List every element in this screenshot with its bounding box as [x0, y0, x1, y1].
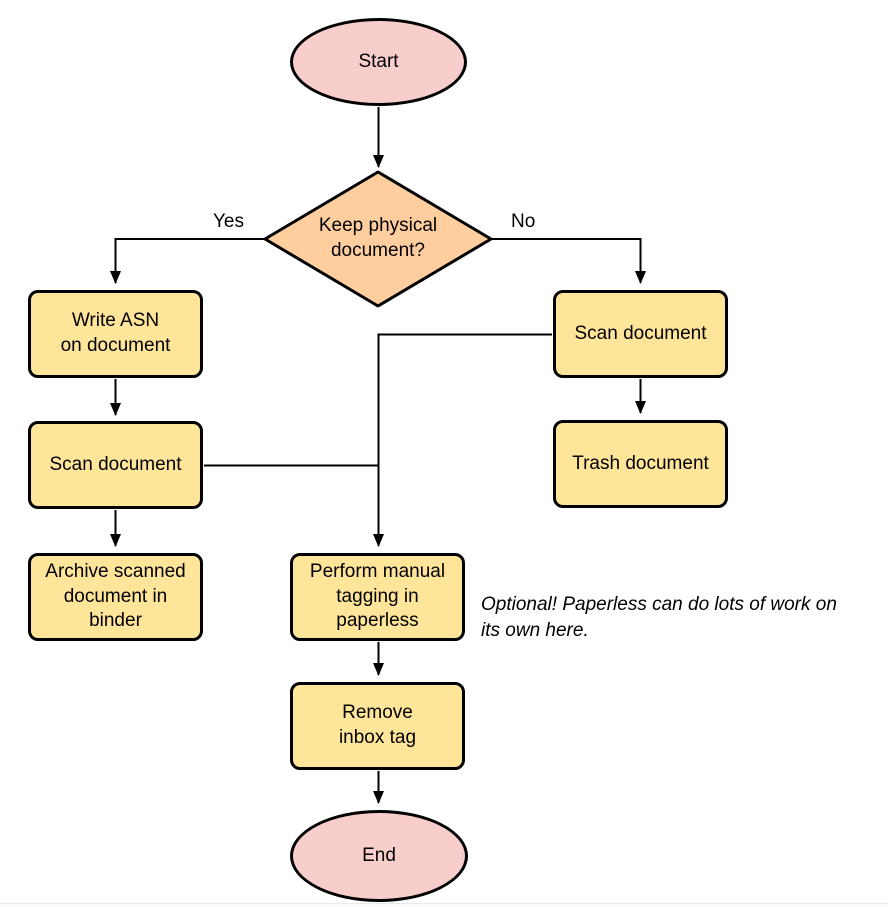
node-archive-document: Archive scanned document in binder — [28, 553, 203, 641]
decision-diamond-shape — [263, 170, 493, 308]
node-remove-inbox-tag: Remove inbox tag — [290, 682, 465, 770]
node-end: End — [290, 810, 468, 902]
node-scan-document-left: Scan document — [28, 421, 203, 509]
node-write-asn: Write ASN on document — [28, 290, 203, 378]
node-decision: Keep physical document? — [262, 169, 494, 309]
decision-label: Keep physical document? — [318, 215, 438, 261]
node-scan-document-right: Scan document — [553, 290, 728, 378]
edge-decision-yes — [110, 238, 264, 284]
annotation-optional-note: Optional! Paperless can do lots of work … — [481, 594, 837, 641]
edge-label-yes: Yes — [211, 211, 246, 233]
page-bottom-edge — [0, 903, 888, 907]
edge-label-no: No — [509, 211, 538, 233]
decision-diamond-polygon — [263, 170, 493, 308]
edge-decision-no — [492, 238, 646, 284]
node-start: Start — [290, 18, 467, 106]
node-manual-tagging: Perform manual tagging in paperless — [290, 553, 465, 641]
edge-scanright-to-tagging — [373, 333, 552, 547]
node-trash-document: Trash document — [553, 420, 728, 508]
